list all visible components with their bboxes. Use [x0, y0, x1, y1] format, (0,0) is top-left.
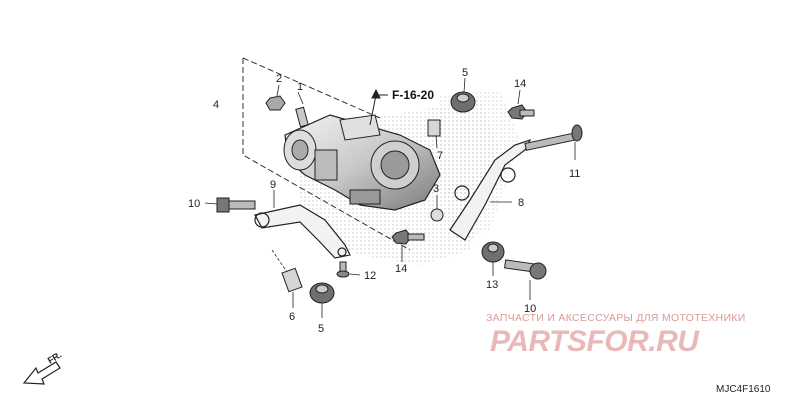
callout-10-right: 10: [524, 303, 536, 315]
part-10-bolt-right: [504, 259, 547, 300]
part-14-bolt-lower: [391, 229, 425, 262]
callout-14-lower: 14: [395, 263, 407, 275]
part-14-bolt-upper: [507, 89, 535, 120]
callout-labels: 1 2 3 4 5 5 6 7 8 9 10 10 11 12 13 14 14: [188, 67, 580, 335]
part-5-grommet-lower: [309, 282, 335, 318]
callout-1: 1: [297, 81, 303, 93]
front-direction-arrow: FR.: [22, 350, 64, 385]
callout-10-left: 10: [188, 198, 200, 210]
callout-13: 13: [486, 279, 498, 291]
part-6-collar: [271, 249, 303, 308]
front-direction-label: FR.: [46, 350, 64, 366]
watermark-line2: PARTSFOR.RU: [490, 325, 700, 358]
part-8-bracket: [449, 138, 532, 241]
reference-label: F-16-20: [392, 88, 434, 102]
part-2-nut: [265, 84, 286, 111]
callout-11: 11: [569, 168, 580, 180]
part-5-grommet-upper: [450, 77, 476, 113]
callout-2: 2: [276, 73, 282, 85]
callout-9: 9: [270, 179, 276, 191]
callout-8: 8: [518, 197, 524, 209]
watermark-line1: ЗАПЧАСТИ И АКСЕССУАРЫ ДЛЯ МОТОТЕХНИКИ: [486, 312, 746, 324]
callout-7: 7: [437, 150, 443, 162]
drawing-code: MJC4F1610: [716, 384, 771, 395]
callout-4: 4: [213, 99, 219, 111]
assembly-outline: [242, 57, 411, 251]
callout-12: 12: [364, 270, 376, 282]
part-7-collar: [427, 119, 441, 149]
part-10-bolt-left: [204, 197, 256, 213]
callout-5-lower: 5: [318, 323, 324, 335]
part-13-grommet: [481, 241, 505, 276]
part-1-pin: [295, 91, 309, 128]
part-12-screw: [336, 261, 361, 278]
part-11-long-bolt: [524, 124, 583, 160]
callout-14-upper: 14: [514, 78, 526, 90]
shift-actuator-assembly: [283, 114, 441, 211]
part-9-bracket: [254, 190, 351, 259]
callout-6: 6: [289, 311, 295, 323]
callout-3: 3: [433, 183, 439, 195]
callout-5-upper: 5: [462, 67, 468, 79]
reference-leader: [369, 88, 388, 126]
part-3-washer: [430, 195, 444, 222]
